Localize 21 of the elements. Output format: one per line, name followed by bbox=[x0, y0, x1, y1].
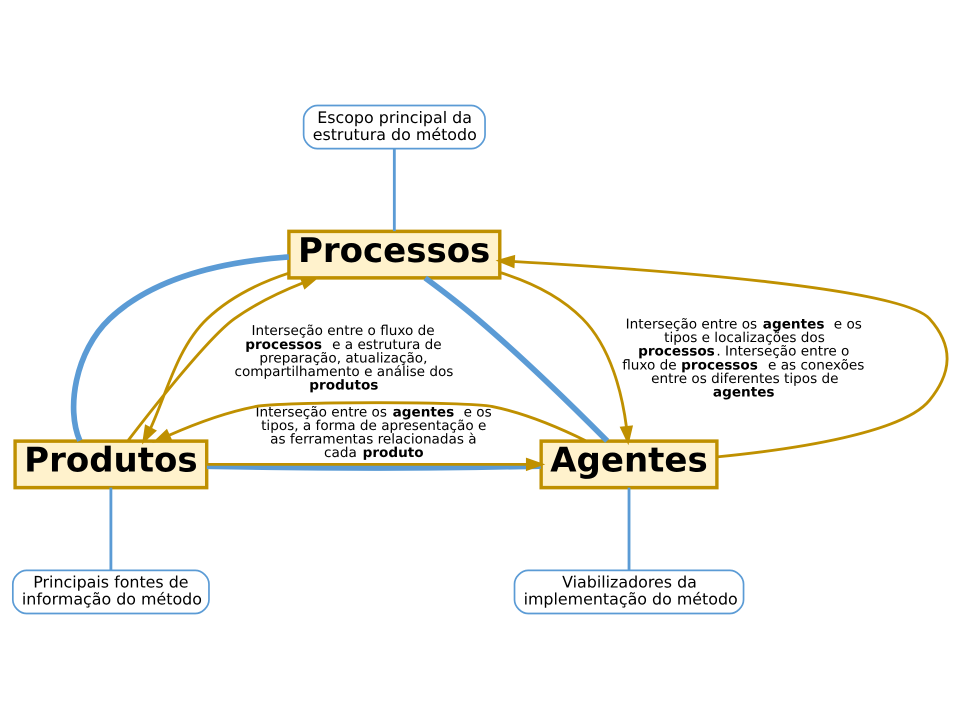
node-box: Escopo principal da estrutura do método bbox=[302, 104, 486, 150]
arrow bbox=[126, 276, 320, 442]
connector bbox=[70, 254, 290, 442]
node-box: Agentes bbox=[539, 439, 719, 490]
arrow bbox=[142, 272, 290, 444]
connector bbox=[206, 463, 541, 471]
connector bbox=[628, 488, 630, 570]
arrow bbox=[206, 458, 546, 472]
arrow bbox=[496, 254, 948, 458]
edge-label: Interseção entre os agentes e os tipos, a forma de apresentação e as ferramentas relacionadas à cada produto bbox=[255, 404, 492, 462]
node-box: Produtos bbox=[13, 439, 208, 490]
connector bbox=[424, 276, 610, 443]
connector bbox=[392, 148, 396, 232]
node-box: Principais fontes de informação do método bbox=[12, 570, 210, 614]
connector bbox=[109, 488, 112, 570]
arrow bbox=[152, 401, 588, 443]
edge-label: Interseção entre o fluxo de processos e a estrutura de preparação, atualização, compartilhamento e análise dos produtos bbox=[234, 323, 454, 394]
node-box: Viabilizadores da implementação do método bbox=[514, 570, 744, 614]
node-box: Processos bbox=[287, 230, 502, 280]
arrow bbox=[500, 271, 634, 446]
edge-label: Interseção entre os agentes e os tipos e localizações dos processos. Interseção entre o fluxo de processos e as conexões entre os diferentes tipos de agentes bbox=[622, 316, 864, 400]
